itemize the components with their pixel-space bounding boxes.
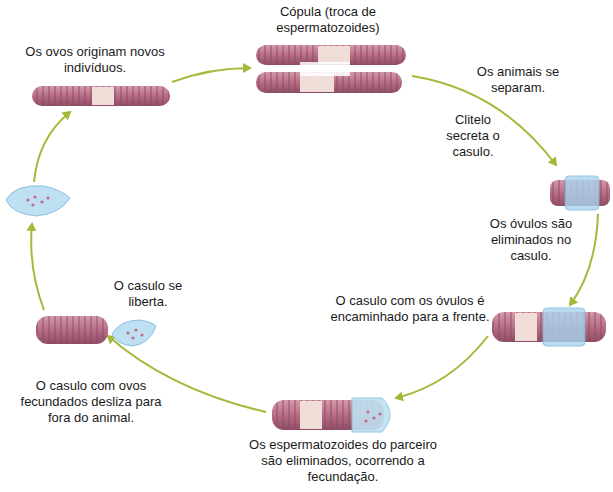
stage-label: Cópula (troca de espermatozoides)	[240, 4, 416, 36]
stage-label: Os óvulos são eliminados no casulo.	[474, 216, 588, 264]
stage-label: O casulo com os óvulos é encaminhado par…	[330, 293, 490, 325]
stage-label: Os animais se separam.	[462, 64, 574, 96]
worm-fertilization	[272, 398, 390, 432]
stage-label: O casulo se liberta.	[100, 278, 196, 310]
worm-pair	[256, 45, 406, 93]
stage-label: Os ovos originam novos indivíduos.	[20, 44, 170, 76]
worm-cocoon-released	[36, 316, 156, 346]
stage-label: Clitelo secreta o casulo.	[432, 112, 514, 160]
free-cocoon	[6, 186, 70, 216]
stage-label: O casulo com ovos fecundados desliza par…	[10, 378, 172, 426]
worm-cocoon-forward	[492, 308, 606, 346]
young-worm	[32, 86, 170, 106]
cycle-arrow	[31, 68, 598, 412]
stage-label: Os espermatozoides do parceiro são elimi…	[248, 437, 438, 485]
worm-cocoon	[550, 176, 610, 210]
